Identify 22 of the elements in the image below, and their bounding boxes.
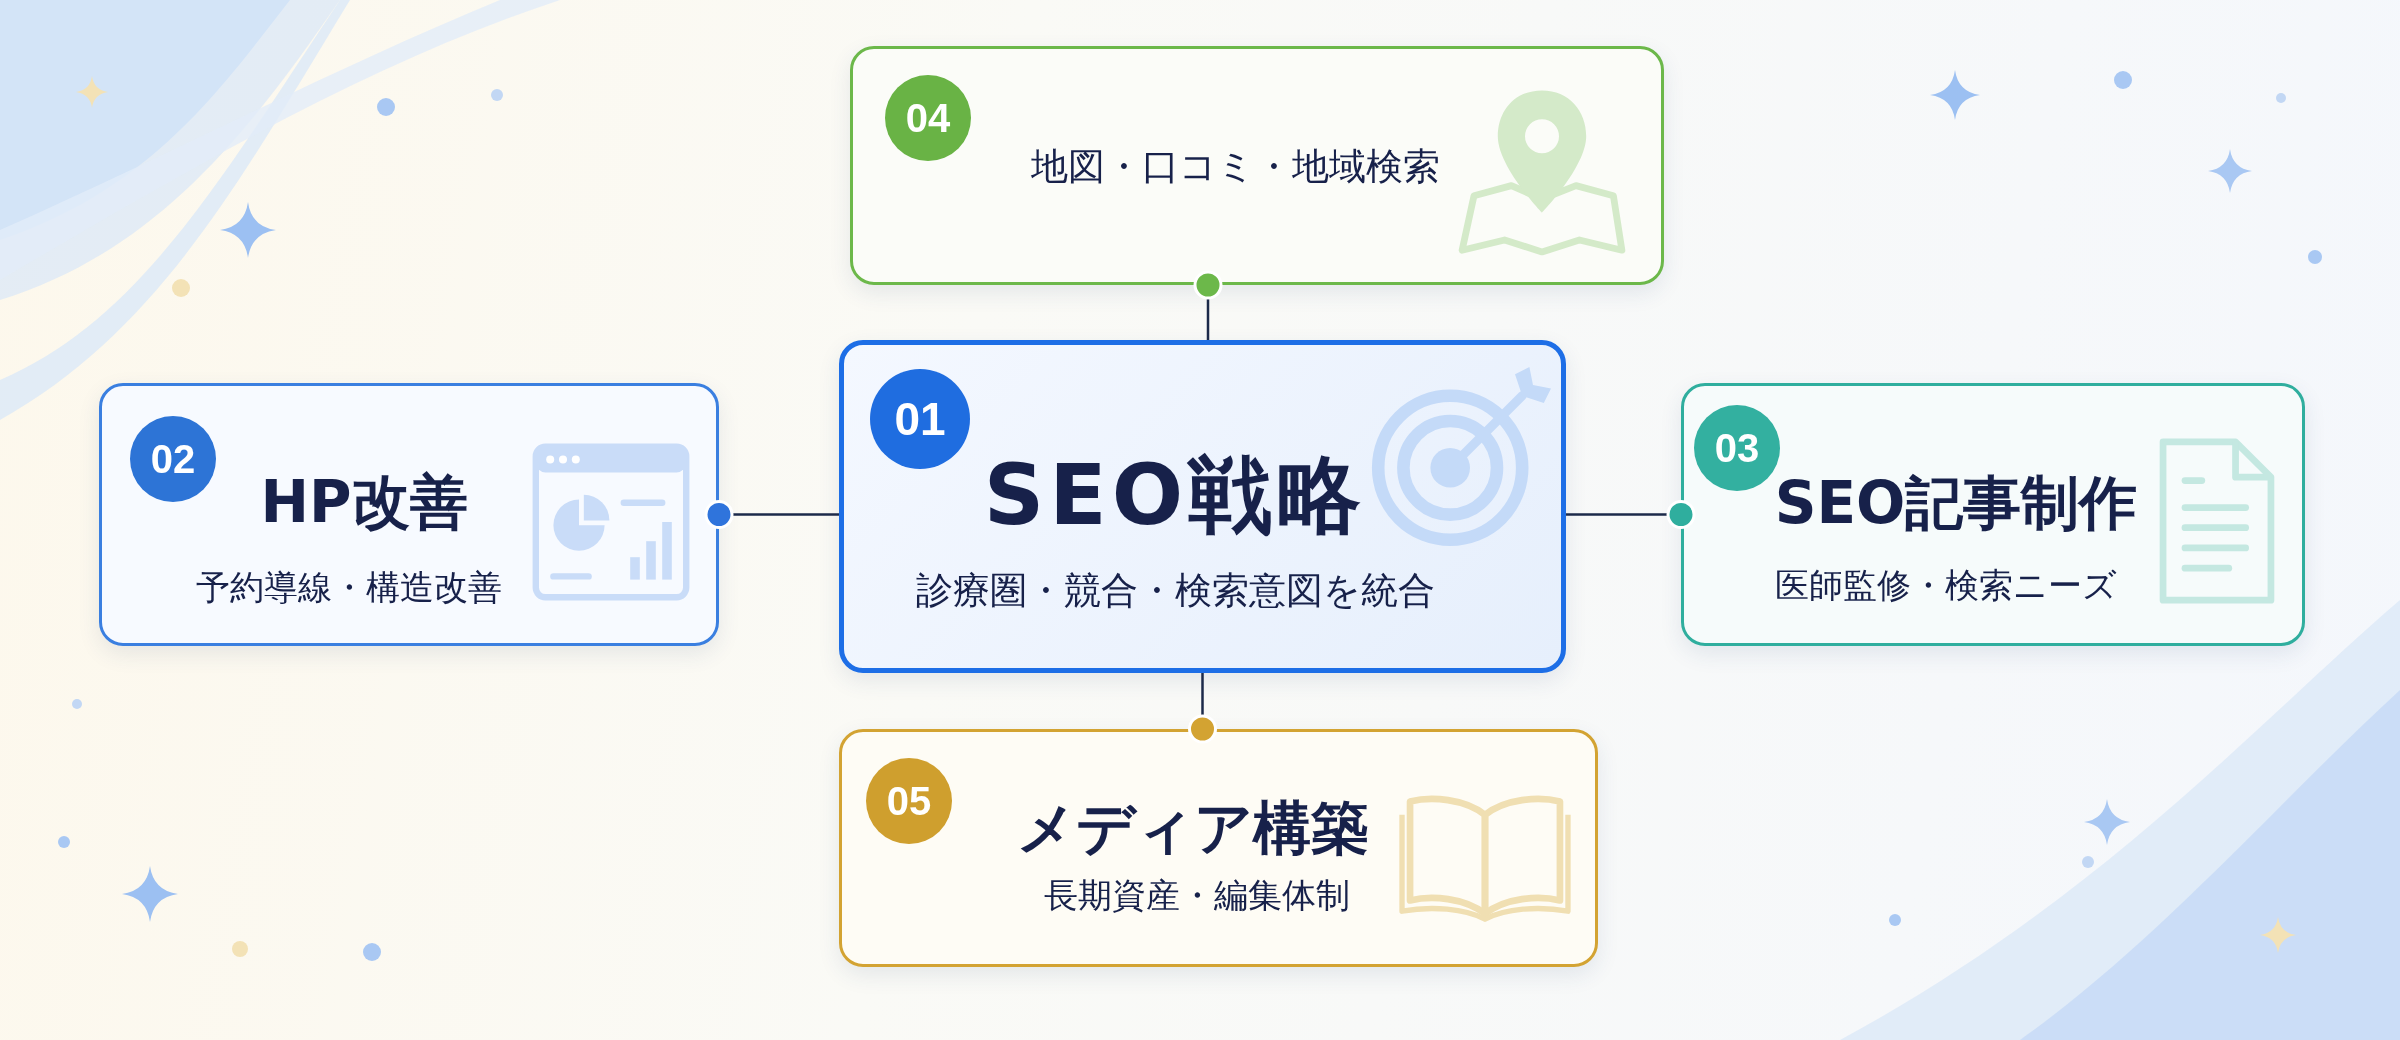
number-badge: 05 [866, 758, 952, 844]
number-badge: 01 [870, 369, 970, 469]
card-subtitle: 予約導線・構造改善 [196, 568, 502, 608]
topic-card [839, 729, 1598, 967]
card-title: HP改善 [260, 468, 468, 536]
card-subtitle: 診療圏・競合・検索意図を統合 [915, 569, 1435, 613]
connector-line [1566, 500, 1696, 529]
number-badge: 04 [885, 75, 971, 161]
connector-line [704, 500, 839, 529]
card-title: メディア構築 [1017, 794, 1369, 862]
main-topic-card [839, 340, 1566, 673]
card-subtitle: 地図・口コミ・地域検索 [1030, 145, 1440, 189]
card-subtitle: 医師監修・検索ニーズ [1775, 566, 2117, 606]
card-subtitle: 長期資産・編集体制 [1044, 876, 1350, 916]
card-title: SEO戦略 [983, 446, 1367, 544]
number-badge: 02 [130, 416, 216, 502]
connector-line [1188, 673, 1217, 744]
topic-card [1681, 383, 2305, 646]
connector-line [1193, 270, 1223, 340]
topic-card [850, 46, 1664, 285]
topic-card [99, 383, 719, 646]
number-badge: 03 [1694, 405, 1780, 491]
